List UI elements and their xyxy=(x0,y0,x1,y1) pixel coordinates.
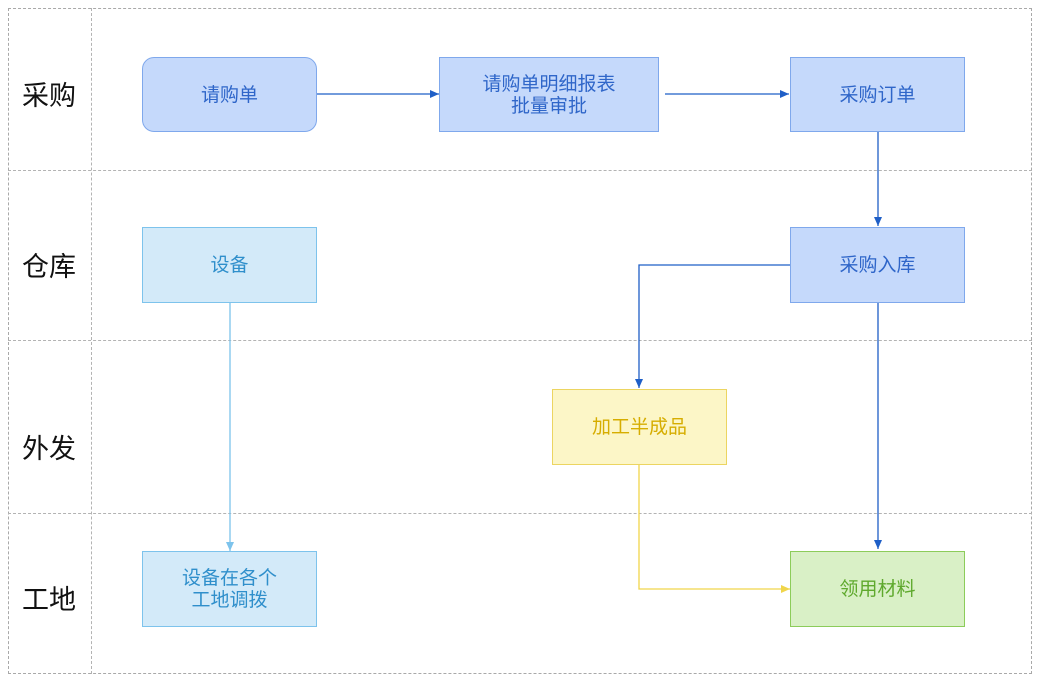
node-purchase-inbound[interactable]: 采购入库 xyxy=(790,227,965,303)
lane-label-outsource: 外发 xyxy=(22,434,76,465)
node-equipment-site-transfer[interactable]: 设备在各个 工地调拨 xyxy=(142,551,317,627)
node-purchase-requisition[interactable]: 请购单 xyxy=(142,57,317,132)
lane-label-site: 工地 xyxy=(22,585,76,616)
node-material-requisition[interactable]: 领用材料 xyxy=(790,551,965,627)
lane-divider xyxy=(8,170,1032,171)
edge-semi-to-material xyxy=(638,464,790,593)
lane-divider xyxy=(8,340,1032,341)
lane-label-warehouse: 仓库 xyxy=(22,252,76,283)
edge-inbound-to-semi xyxy=(635,264,791,388)
lane-label-purchase: 采购 xyxy=(22,81,76,112)
diagram-frame xyxy=(8,8,1032,674)
lane-header-divider xyxy=(91,8,92,674)
lane-divider xyxy=(8,513,1032,514)
node-requisition-report-approval[interactable]: 请购单明细报表 批量审批 xyxy=(439,57,659,132)
node-outsourced-semi-finished[interactable]: 加工半成品 xyxy=(552,389,727,465)
node-purchase-order[interactable]: 采购订单 xyxy=(790,57,965,132)
node-equipment[interactable]: 设备 xyxy=(142,227,317,303)
